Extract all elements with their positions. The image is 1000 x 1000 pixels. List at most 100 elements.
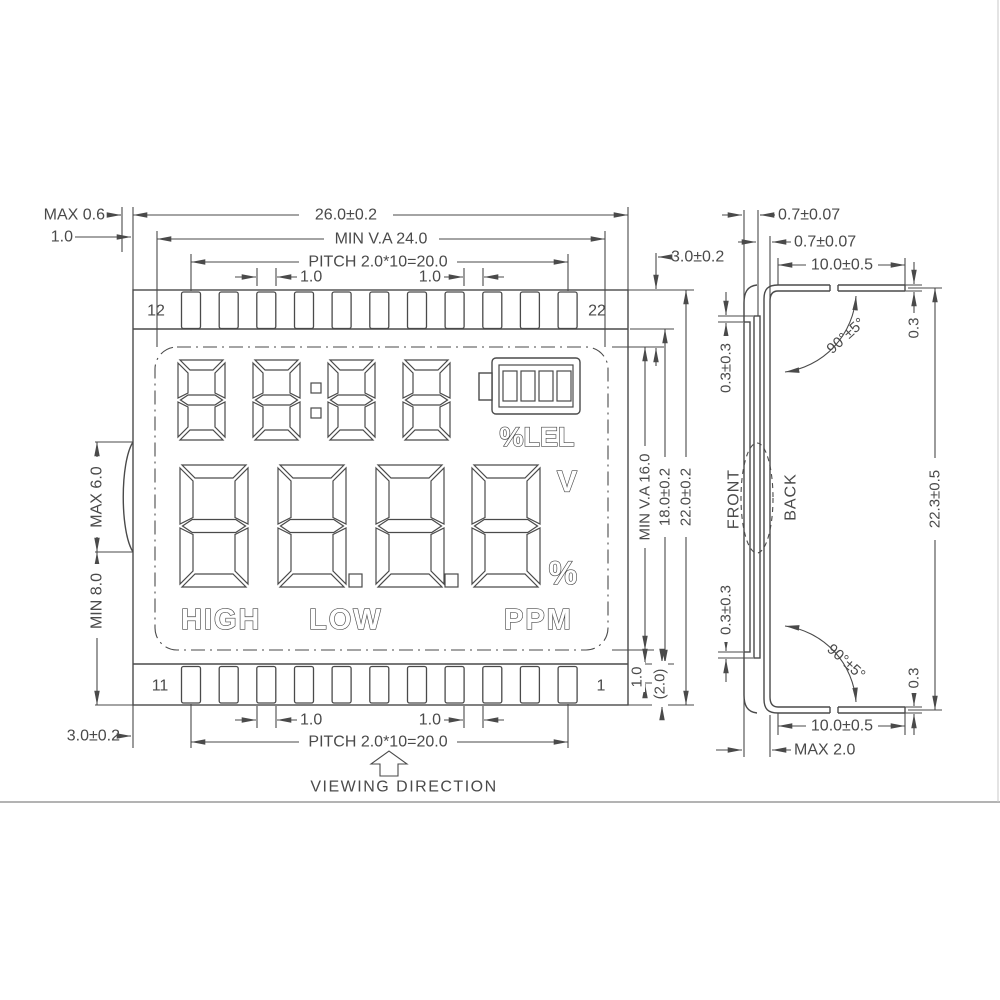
pin-top: [180, 291, 202, 330]
pin-top: [369, 291, 390, 330]
digit-segment: [328, 359, 375, 371]
text-backing: [657, 457, 673, 537]
pin-bottom: [482, 665, 503, 704]
digit-segment: [179, 466, 194, 525]
dim-max-thickness: MAX 2.0: [794, 742, 855, 759]
battery-bar: [538, 370, 554, 402]
digit-segment: [526, 466, 541, 525]
digit-segment: [181, 518, 247, 534]
percent-lel-label: %LEL: [499, 422, 574, 452]
dim-bump-height-group: MAX 6.0: [89, 457, 106, 537]
colon-dot-top: [310, 382, 322, 394]
pin-top: [519, 291, 541, 330]
dim-overall-width: 26.0±0.2: [315, 207, 377, 224]
digit-segment: [376, 464, 444, 479]
pin-row-top: [180, 291, 578, 330]
dim-va-width: MIN V.A 24.0: [335, 231, 428, 248]
text-backing: [652, 661, 668, 707]
pin-top: [406, 291, 428, 330]
text-backing: [718, 336, 734, 400]
dim-pin-band-group: (2.0): [652, 661, 669, 707]
text-backing: [299, 207, 393, 223]
digit-segment: [377, 518, 443, 534]
digit-segment: [327, 361, 339, 399]
digit-segment: [214, 361, 226, 399]
dim-pin-exposed: 1.0: [629, 667, 646, 688]
digit-segment: [364, 401, 376, 439]
back-label: BACK: [783, 473, 800, 521]
dim-pin-length-bottom: 10.0±0.5: [811, 718, 873, 735]
module-outline: [132, 289, 629, 706]
digit-segment: [472, 464, 540, 479]
pin-row-bottom: [180, 665, 578, 704]
decimal-point-2: [444, 573, 459, 588]
dim-va-height-group: MIN V.A 16.0: [637, 446, 654, 548]
digit-segment: [278, 464, 346, 479]
dim-va-top-margin: 3.0±0.2: [671, 249, 724, 266]
text-backing: [718, 578, 734, 642]
back-label-group: BACK: [783, 473, 800, 521]
digit-segment: [375, 466, 390, 525]
dim-below-bump-group: MIN 8.0: [89, 564, 106, 638]
pin-bottom: [293, 665, 315, 704]
pin-horizontal-top: [778, 284, 906, 292]
pin-horizontal-bottom: [778, 706, 906, 714]
text-backing: [806, 257, 878, 273]
digit-segment: [402, 361, 414, 399]
pin-bottom: [406, 665, 428, 704]
seven-segment-row-small: [177, 359, 451, 441]
dim-pin-gap-top-left: 1.0: [300, 269, 322, 286]
digit-segment: [403, 429, 450, 441]
pin-label-12: 12: [147, 303, 165, 320]
dim-pin-gap-top-right: 1.0: [419, 269, 441, 286]
digit-segment: [179, 394, 224, 406]
battery-bar: [502, 370, 518, 402]
pin-bottom: [256, 665, 277, 704]
digit-segment: [327, 401, 339, 439]
digit-segment: [177, 361, 189, 399]
text-backing: [927, 458, 943, 540]
pin-label-22: 22: [588, 303, 606, 320]
high-label: HIGH: [181, 604, 262, 636]
digit-segment: [180, 464, 248, 479]
digit-segment: [278, 573, 346, 588]
front-label: FRONT: [726, 469, 743, 529]
extension-lines: [718, 210, 942, 757]
dim-overall-height: 22.0±0.2: [678, 468, 695, 526]
digit-segment: [404, 394, 449, 406]
dim-pin-thickness-bottom: 0.3: [906, 668, 923, 689]
pin-bottom: [369, 665, 390, 704]
viewing-direction-group: VIEWING DIRECTION: [310, 750, 496, 796]
digit-segment: [234, 527, 249, 586]
dim-va-height: MIN V.A 16.0: [637, 454, 654, 541]
pin-bottom: [444, 665, 465, 704]
dim-front-glass: 0.7±0.07: [778, 207, 840, 224]
dim-pin-thickness-top: 0.3: [906, 318, 923, 339]
digit-segment: [332, 527, 347, 586]
lcd-content: %LEL V % HIGH LOW PPM: [177, 357, 581, 637]
digit-segment: [328, 429, 375, 441]
digit-segment: [254, 394, 299, 406]
digit-segment: [179, 527, 194, 586]
front-label-group: FRONT: [726, 469, 743, 529]
colon-dot-bottom: [310, 407, 322, 419]
front-view-dimensions: 26.0±0.2 MIN V.A 24.0 PITCH 2.0*10=20.0 …: [44, 207, 725, 751]
battery-bar: [556, 370, 572, 402]
back-glass: [753, 315, 761, 659]
battery-terminal: [478, 372, 493, 401]
digit-segment: [252, 401, 264, 439]
digit-segment: [234, 466, 249, 525]
digit-segment: [289, 361, 301, 399]
digit-segment: [253, 359, 300, 371]
text-backing: [906, 313, 922, 343]
dim-pitch-bottom: PITCH 2.0*10=20.0: [308, 734, 447, 751]
viewing-direction-arrow-icon: [369, 750, 409, 777]
pin-top: [256, 291, 277, 330]
pin-top: [557, 291, 578, 330]
dim-pin-exposed-group: 1.0: [629, 662, 646, 692]
dim-side-height-group: 22.3±0.5: [927, 458, 944, 540]
bezel-hook-bottom: [743, 652, 758, 714]
digit-segment: [472, 573, 540, 588]
